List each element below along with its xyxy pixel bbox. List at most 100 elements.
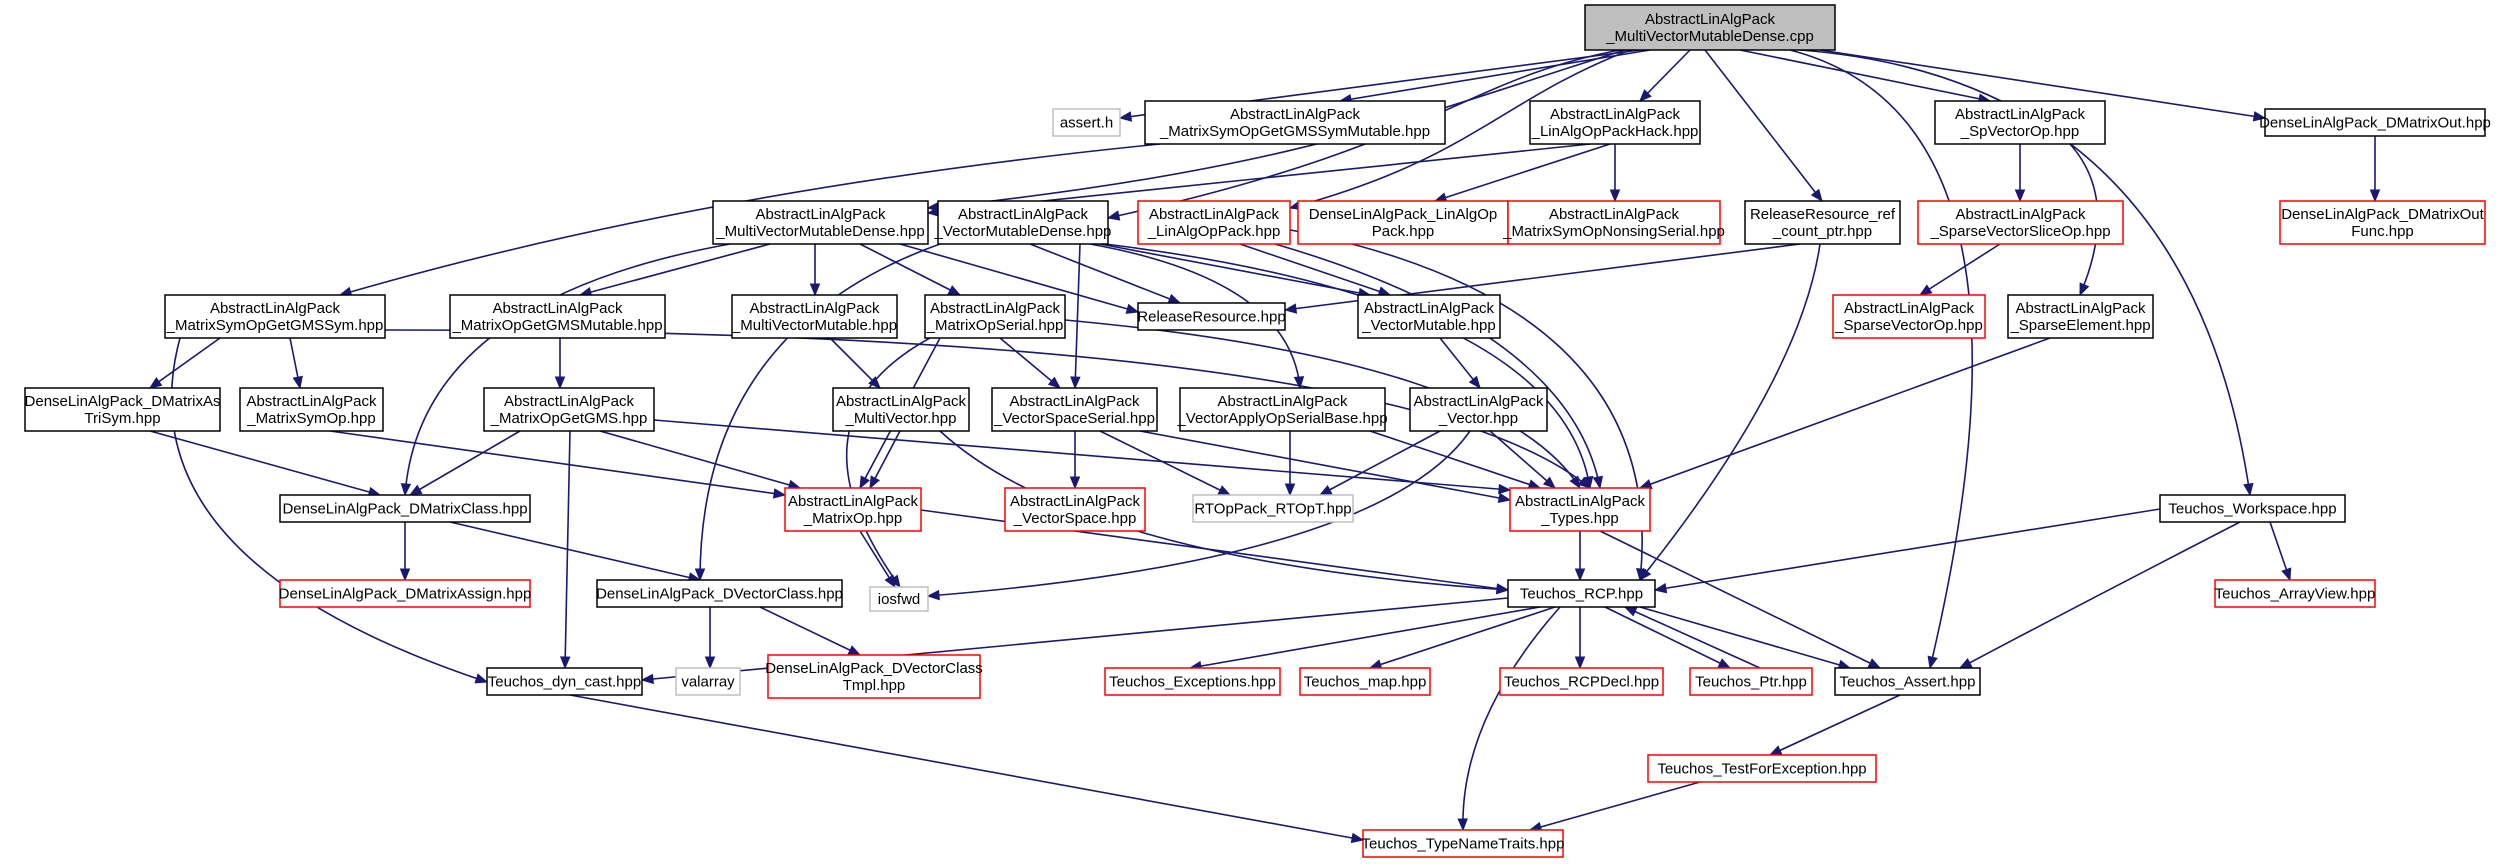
node-vectormutabledense[interactable]: AbstractLinAlgPack_VectorMutableDense.hp… xyxy=(934,200,1112,245)
node-teuchos_typenametraits[interactable]: Teuchos_TypeNameTraits.hpp xyxy=(1362,829,1565,858)
node-linalgoppackhack[interactable]: AbstractLinAlgPack_LinAlgOpPackHack.hpp xyxy=(1529,100,1701,145)
edge-types-to-teuchos_assert-arrowhead xyxy=(1867,658,1882,669)
node-label: _MatrixSymOpNonsingSerial.hpp xyxy=(1502,223,1725,240)
node-dvectorclass[interactable]: DenseLinAlgPack_DVectorClass.hpp xyxy=(596,579,843,608)
edge-multivectormutabledense-to-multivectormutable-arrowhead xyxy=(809,283,821,297)
node-box-vectormutable xyxy=(1357,294,1501,339)
node-box-teuchos_arrayview xyxy=(2214,579,2376,608)
edge-matrixopgetgms-to-types xyxy=(653,419,1511,491)
node-teuchos_exceptions[interactable]: Teuchos_Exceptions.hpp xyxy=(1104,667,1281,696)
node-label: AbstractLinAlgPack xyxy=(2015,300,2146,317)
edge-multivectormutable-to-multivector-arrowhead xyxy=(868,376,881,389)
node-dlinalgoppack[interactable]: DenseLinAlgPack_LinAlgOpPack.hpp xyxy=(1297,200,1509,245)
edge-matrixopserial-to-matrixop-arrowhead xyxy=(859,475,871,490)
node-releaseresource[interactable]: ReleaseResource.hpp xyxy=(1137,302,1286,331)
node-label: AbstractLinAlgPack xyxy=(1955,106,2086,123)
node-sparsevectorsliceop[interactable]: AbstractLinAlgPack_SparseVectorSliceOp.h… xyxy=(1917,200,2124,245)
node-teuchos_rcpdecl[interactable]: Teuchos_RCPDecl.hpp xyxy=(1499,667,1664,696)
node-iosfwd[interactable]: iosfwd xyxy=(869,586,929,612)
node-label: DenseLinAlgPack_DMatrixClass.hpp xyxy=(282,501,527,518)
node-assert_h[interactable]: assert.h xyxy=(1052,108,1121,137)
node-matrixopgetgms[interactable]: AbstractLinAlgPack_MatrixOpGetGMS.hpp xyxy=(483,387,655,432)
node-label: AbstractLinAlgPack xyxy=(1550,106,1681,123)
node-matrixsymop[interactable]: AbstractLinAlgPack_MatrixSymOp.hpp xyxy=(239,387,384,432)
node-matrixopserial[interactable]: AbstractLinAlgPack_MatrixOpSerial.hpp xyxy=(924,294,1066,339)
node-types[interactable]: AbstractLinAlgPack_Types.hpp xyxy=(1509,487,1651,532)
node-box-matrixopgetgms xyxy=(483,387,655,432)
node-dmatrixout[interactable]: DenseLinAlgPack_DMatrixOut.hpp xyxy=(2259,108,2491,137)
edge-vectormutabledense-to-vectorspaceserial-arrowhead xyxy=(1070,376,1081,390)
edge-matrixop-to-teuchos_rcp-arrowhead xyxy=(1495,583,1510,594)
edge-vectorapplyopserialbase-to-rtoppack_rtopt-arrowhead xyxy=(1284,483,1296,497)
node-dmatrixassign[interactable]: DenseLinAlgPack_DMatrixAssign.hpp xyxy=(279,579,532,608)
node-matrixop[interactable]: AbstractLinAlgPack_MatrixOp.hpp xyxy=(784,487,922,532)
node-box-dmatrixout xyxy=(2264,108,2486,137)
node-label: AbstractLinAlgPack xyxy=(788,493,919,510)
node-vector[interactable]: AbstractLinAlgPack_Vector.hpp xyxy=(1409,387,1548,432)
node-opgetgmsmutable[interactable]: AbstractLinAlgPack_MatrixOpGetGMSMutable… xyxy=(449,294,666,339)
node-releaseresource_ref[interactable]: ReleaseResource_ref_count_ptr.hpp xyxy=(1744,200,1901,245)
node-symopgetgmssym[interactable]: AbstractLinAlgPack_MatrixSymOpGetGMSSym.… xyxy=(164,294,386,339)
node-linalgoppack[interactable]: AbstractLinAlgPack_LinAlgOpPack.hpp xyxy=(1137,200,1291,245)
node-multivectormutabledense[interactable]: AbstractLinAlgPack_MultiVectorMutableDen… xyxy=(712,200,929,245)
edge-matrixsymop-to-matrixop-arrowhead xyxy=(772,488,787,499)
edge-multivectormutabledense-to-dmatrixclass xyxy=(404,243,731,496)
node-box-vectorspace xyxy=(1004,487,1146,532)
node-teuchos_workspace[interactable]: Teuchos_Workspace.hpp xyxy=(2159,494,2346,523)
edge-multivectormutabledense-to-matrixopserial-arrowhead xyxy=(947,285,962,296)
node-teuchos_testforexception[interactable]: Teuchos_TestForException.hpp xyxy=(1647,754,1877,783)
node-label: AbstractLinAlgPack xyxy=(246,393,377,410)
node-box-dmatrixclass xyxy=(279,494,531,523)
node-box-types xyxy=(1509,487,1651,532)
edge-matrixopgetgms-to-dmatrixclass xyxy=(409,430,521,496)
edge-teuchos_ptr-to-teuchos_rcp-arrowhead xyxy=(1623,606,1638,617)
edge-sparsevectorsliceop-to-sparsevectorop-arrowhead xyxy=(1918,284,1933,296)
node-symopnonsingserial[interactable]: AbstractLinAlgPack_MatrixSymOpNonsingSer… xyxy=(1502,200,1725,245)
node-teuchos_ptr[interactable]: Teuchos_Ptr.hpp xyxy=(1689,667,1813,696)
edge-root-to-assert_h-arrowhead xyxy=(1118,111,1133,122)
node-vectormutable[interactable]: AbstractLinAlgPack_VectorMutable.hpp xyxy=(1357,294,1501,339)
node-vectorapplyopserialbase[interactable]: AbstractLinAlgPack_VectorApplyOpSerialBa… xyxy=(1176,387,1388,432)
node-vectorspace[interactable]: AbstractLinAlgPack_VectorSpace.hpp xyxy=(1004,487,1146,532)
edge-teuchos_rcp-to-teuchos_exceptions xyxy=(1189,606,1541,669)
edge-root-to-linalgoppackhack xyxy=(1639,49,1691,102)
node-sparsevectorop[interactable]: AbstractLinAlgPack_SparseVectorOp.hpp xyxy=(1832,294,1986,339)
node-box-linalgoppackhack xyxy=(1529,100,1701,145)
node-box-matrixop xyxy=(784,487,922,532)
node-label: _count_ptr.hpp xyxy=(1772,223,1872,240)
node-sparseelement[interactable]: AbstractLinAlgPack_SparseElement.hpp xyxy=(2007,294,2154,339)
edge-teuchos_workspace-to-teuchos_rcp-arrowhead xyxy=(1653,583,1668,594)
node-box-symopgetgmssymmut xyxy=(1144,100,1446,145)
node-valarray[interactable]: valarray xyxy=(675,667,741,696)
edge-sparseelement-to-types-arrowhead xyxy=(1638,479,1653,489)
node-dmatrixclass[interactable]: DenseLinAlgPack_DMatrixClass.hpp xyxy=(279,494,531,523)
edge-matrixopserial-to-types xyxy=(1064,319,1581,489)
node-spvectorop[interactable]: AbstractLinAlgPack_SpVectorOp.hpp xyxy=(1934,100,2106,145)
node-label: AbstractLinAlgPack xyxy=(1515,493,1646,510)
node-multivectormutable[interactable]: AbstractLinAlgPack_MultiVectorMutable.hp… xyxy=(731,294,898,339)
node-label: _MultiVectorMutableDense.hpp xyxy=(715,223,924,240)
node-teuchos_dyn_cast[interactable]: Teuchos_dyn_cast.hpp xyxy=(486,667,643,696)
node-label: Teuchos_Assert.hpp xyxy=(1840,674,1976,691)
node-label: AbstractLinAlgPack xyxy=(958,206,1089,223)
node-root[interactable]: AbstractLinAlgPack_MultiVectorMutableDen… xyxy=(1584,4,1836,51)
node-teuchos_map[interactable]: Teuchos_map.hpp xyxy=(1299,667,1431,696)
node-teuchos_assert[interactable]: Teuchos_Assert.hpp xyxy=(1834,667,1981,696)
edge-vectormutabledense-to-dvectorclass-arrowhead xyxy=(694,568,706,582)
node-teuchos_arrayview[interactable]: Teuchos_ArrayView.hpp xyxy=(2214,579,2376,608)
node-vectorspaceserial[interactable]: AbstractLinAlgPack_VectorSpaceSerial.hpp xyxy=(991,387,1158,432)
node-box-sparsevectorsliceop xyxy=(1917,200,2124,245)
node-box-symopnonsingserial xyxy=(1507,200,1721,245)
node-symopgetgmssymmut[interactable]: AbstractLinAlgPack_MatrixSymOpGetGMSSymM… xyxy=(1144,100,1446,145)
node-label: Teuchos_map.hpp xyxy=(1304,674,1427,691)
node-multivector[interactable]: AbstractLinAlgPack_MultiVector.hpp xyxy=(832,387,970,432)
node-teuchos_rcp[interactable]: Teuchos_RCP.hpp xyxy=(1507,579,1656,608)
edge-symopgetgmssym-to-types xyxy=(384,329,1591,489)
node-rtoppack_rtopt[interactable]: RTOpPack_RTOpT.hpp xyxy=(1192,494,1354,523)
edge-multivectormutabledense-to-dmatrixclass-arrowhead xyxy=(400,483,412,497)
edge-vectormutabledense-to-dvectorclass xyxy=(699,243,941,581)
